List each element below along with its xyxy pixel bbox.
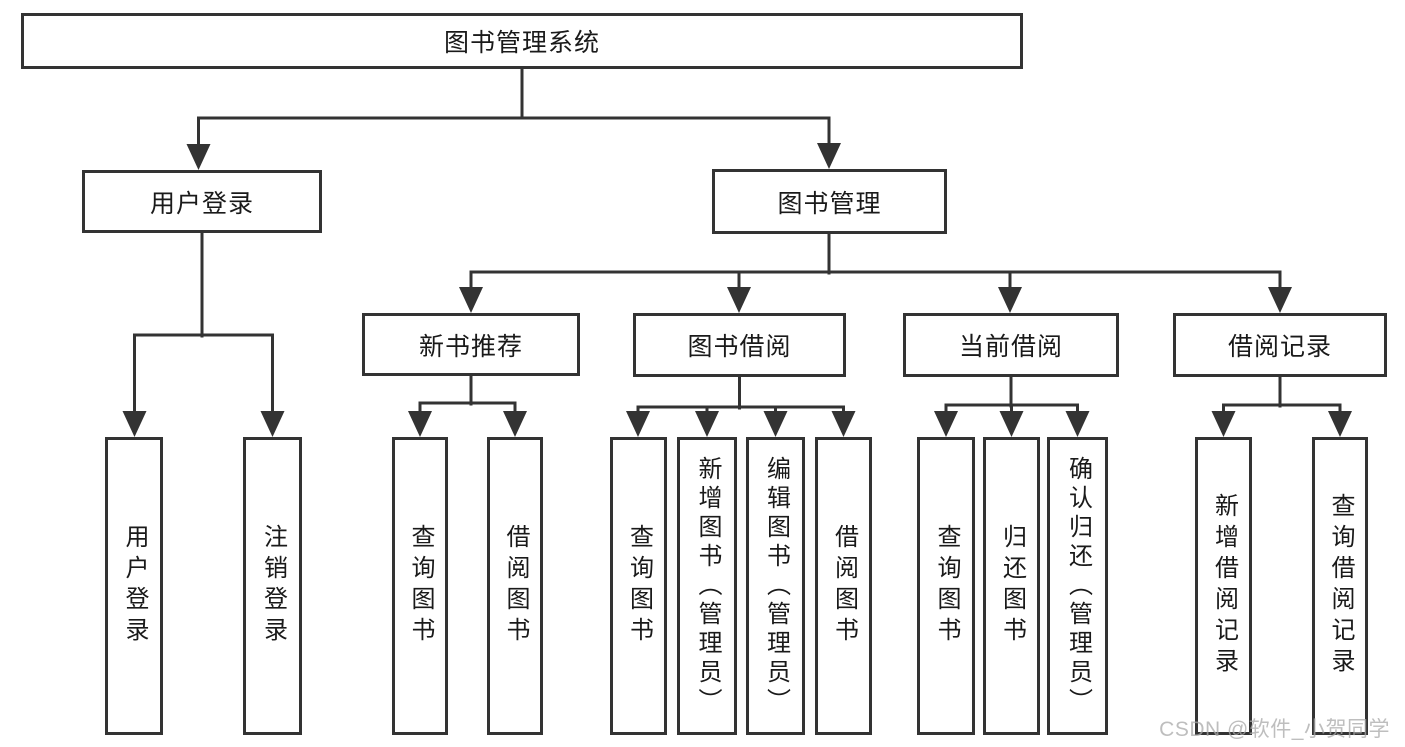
leaf-borrow-books-borrow-label: 借阅图书 bbox=[830, 524, 858, 648]
leaf-return-books: 归还图书 bbox=[983, 437, 1040, 735]
node-user-login-label: 用户登录 bbox=[149, 189, 254, 218]
leaf-add-books-admin-label: 新增图书（管理员） bbox=[694, 455, 721, 717]
leaf-edit-books-admin: 编辑图书（管理员） bbox=[746, 437, 805, 735]
leaf-add-borrow-record-label: 新增借阅记录 bbox=[1210, 493, 1238, 679]
leaf-confirm-return-admin-label: 确认归还（管理员） bbox=[1064, 455, 1092, 717]
node-root: 图书管理系统 bbox=[21, 13, 1023, 69]
leaf-query-books-recommend: 查询图书 bbox=[392, 437, 448, 735]
leaf-query-books-current: 查询图书 bbox=[917, 437, 975, 735]
node-book-management: 图书管理 bbox=[712, 169, 947, 234]
arrowhead bbox=[1328, 411, 1352, 437]
arrowhead bbox=[817, 143, 841, 169]
edge bbox=[636, 405, 845, 415]
node-current-borrowing-label: 当前借阅 bbox=[958, 333, 1063, 361]
node-root-label: 图书管理系统 bbox=[443, 29, 600, 57]
arrowhead bbox=[260, 411, 285, 437]
arrowhead bbox=[626, 411, 650, 437]
node-borrowing-records-label: 借阅记录 bbox=[1227, 333, 1332, 361]
node-borrowing-records: 借阅记录 bbox=[1173, 313, 1387, 377]
node-book-borrowing-label: 图书借阅 bbox=[687, 333, 792, 361]
edge bbox=[418, 401, 517, 415]
node-book-management-label: 图书管理 bbox=[777, 189, 882, 218]
arrowhead bbox=[831, 411, 856, 437]
node-new-book-recommendation: 新书推荐 bbox=[362, 313, 580, 376]
leaf-query-books-borrow: 查询图书 bbox=[610, 437, 667, 735]
arrowhead bbox=[408, 411, 432, 437]
node-current-borrowing: 当前借阅 bbox=[903, 313, 1119, 377]
node-user-login: 用户登录 bbox=[82, 170, 322, 233]
arrowhead bbox=[459, 287, 483, 313]
edge bbox=[197, 116, 831, 150]
leaf-add-books-admin: 新增图书（管理员） bbox=[677, 437, 737, 735]
leaf-borrow-books-recommend-label: 借阅图书 bbox=[502, 524, 529, 648]
leaf-logout-label: 注销登录 bbox=[259, 524, 287, 648]
leaf-logout: 注销登录 bbox=[243, 437, 302, 735]
leaf-user-login: 用户登录 bbox=[105, 437, 163, 735]
leaf-return-books-label: 归还图书 bbox=[998, 524, 1026, 648]
leaf-query-borrow-record-label: 查询借阅记录 bbox=[1327, 493, 1354, 679]
leaf-borrow-books-borrow: 借阅图书 bbox=[815, 437, 872, 735]
leaf-user-login-label: 用户登录 bbox=[121, 524, 148, 648]
arrowhead bbox=[1211, 411, 1236, 437]
leaf-query-books-borrow-label: 查询图书 bbox=[625, 524, 653, 648]
connector-arrowheads bbox=[122, 143, 1352, 437]
edge bbox=[1222, 403, 1342, 415]
connector-edges bbox=[133, 66, 1342, 415]
arrowhead bbox=[122, 411, 147, 437]
node-new-book-recommendation-label: 新书推荐 bbox=[418, 332, 523, 361]
arrowhead bbox=[999, 411, 1024, 437]
leaf-query-books-recommend-label: 查询图书 bbox=[407, 524, 434, 648]
leaf-borrow-books-recommend: 借阅图书 bbox=[487, 437, 543, 735]
watermark: CSDN @软件_小贺同学 bbox=[1159, 718, 1390, 741]
arrowhead bbox=[1268, 287, 1292, 313]
edge bbox=[133, 333, 274, 415]
arrowhead bbox=[763, 411, 788, 437]
arrowhead bbox=[1065, 411, 1090, 437]
leaf-query-books-current-label: 查询图书 bbox=[933, 524, 960, 648]
arrowhead bbox=[998, 287, 1022, 313]
arrowhead bbox=[695, 411, 719, 437]
leaf-query-borrow-record: 查询借阅记录 bbox=[1312, 437, 1368, 735]
arrowhead bbox=[186, 144, 211, 170]
leaf-edit-books-admin-label: 编辑图书（管理员） bbox=[762, 455, 790, 717]
leaf-confirm-return-admin: 确认归还（管理员） bbox=[1047, 437, 1108, 735]
leaf-add-borrow-record: 新增借阅记录 bbox=[1195, 437, 1252, 735]
arrowhead bbox=[727, 287, 751, 313]
arrowhead bbox=[503, 411, 527, 437]
edge bbox=[469, 270, 1282, 291]
arrowhead bbox=[934, 411, 958, 437]
node-book-borrowing: 图书借阅 bbox=[633, 313, 846, 377]
